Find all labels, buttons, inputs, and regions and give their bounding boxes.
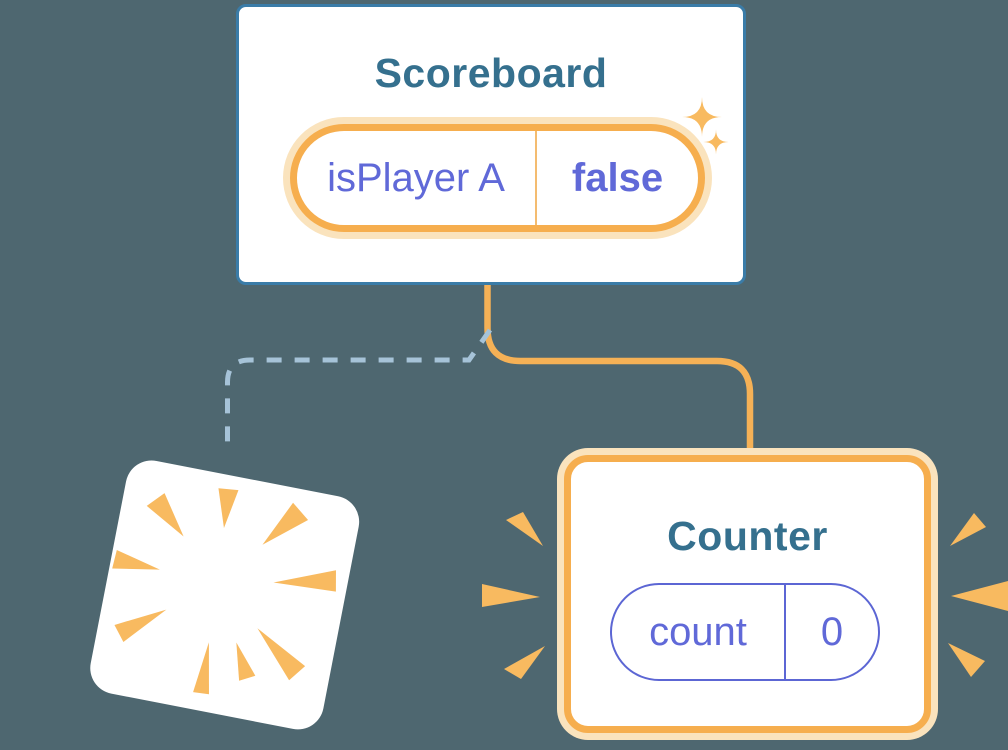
poof-burst-ray (193, 642, 209, 695)
counter-component-card: Counter count 0 (564, 455, 931, 733)
state-value: false (571, 156, 664, 200)
poof-burst-ray (262, 502, 309, 545)
emphasis-ray (950, 513, 986, 546)
sparkle-icon (682, 97, 729, 155)
state-pill-label-cell: isPlayer A (297, 131, 537, 225)
poof-burst-ray (112, 550, 160, 570)
poof-burst-ray (218, 488, 239, 529)
connector-solid-line (484, 283, 754, 452)
state-pill-label-cell: count (612, 585, 786, 679)
poof-burst-ray (114, 609, 167, 642)
connector-dashed-line (225, 328, 493, 453)
poof-burst-ray (257, 628, 306, 681)
poof-burst-ray (236, 642, 256, 681)
emphasis-ray (951, 581, 1008, 611)
emphasis-ray (506, 512, 543, 546)
emphasis-ray (482, 584, 540, 607)
poof-burst-ray (273, 570, 336, 592)
counter-state-pill: count 0 (610, 583, 880, 681)
emphasis-ray (504, 646, 545, 679)
sparkle-small (703, 129, 729, 155)
scoreboard-component-card: Scoreboard isPlayer A false (236, 4, 746, 285)
state-value: 0 (820, 610, 844, 654)
scoreboard-title: Scoreboard (374, 50, 608, 96)
state-name: isPlayer A (327, 156, 505, 200)
sparkle-large (682, 97, 722, 137)
scoreboard-state-pill: isPlayer A false (290, 124, 705, 232)
state-pill-value-cell: false (537, 131, 698, 225)
state-pill-value-cell: 0 (786, 585, 878, 679)
counter-title: Counter (667, 513, 828, 559)
poof-burst-ray (146, 493, 184, 537)
emphasis-ray (948, 643, 985, 677)
state-name: count (649, 610, 747, 654)
poof-card (90, 460, 360, 730)
